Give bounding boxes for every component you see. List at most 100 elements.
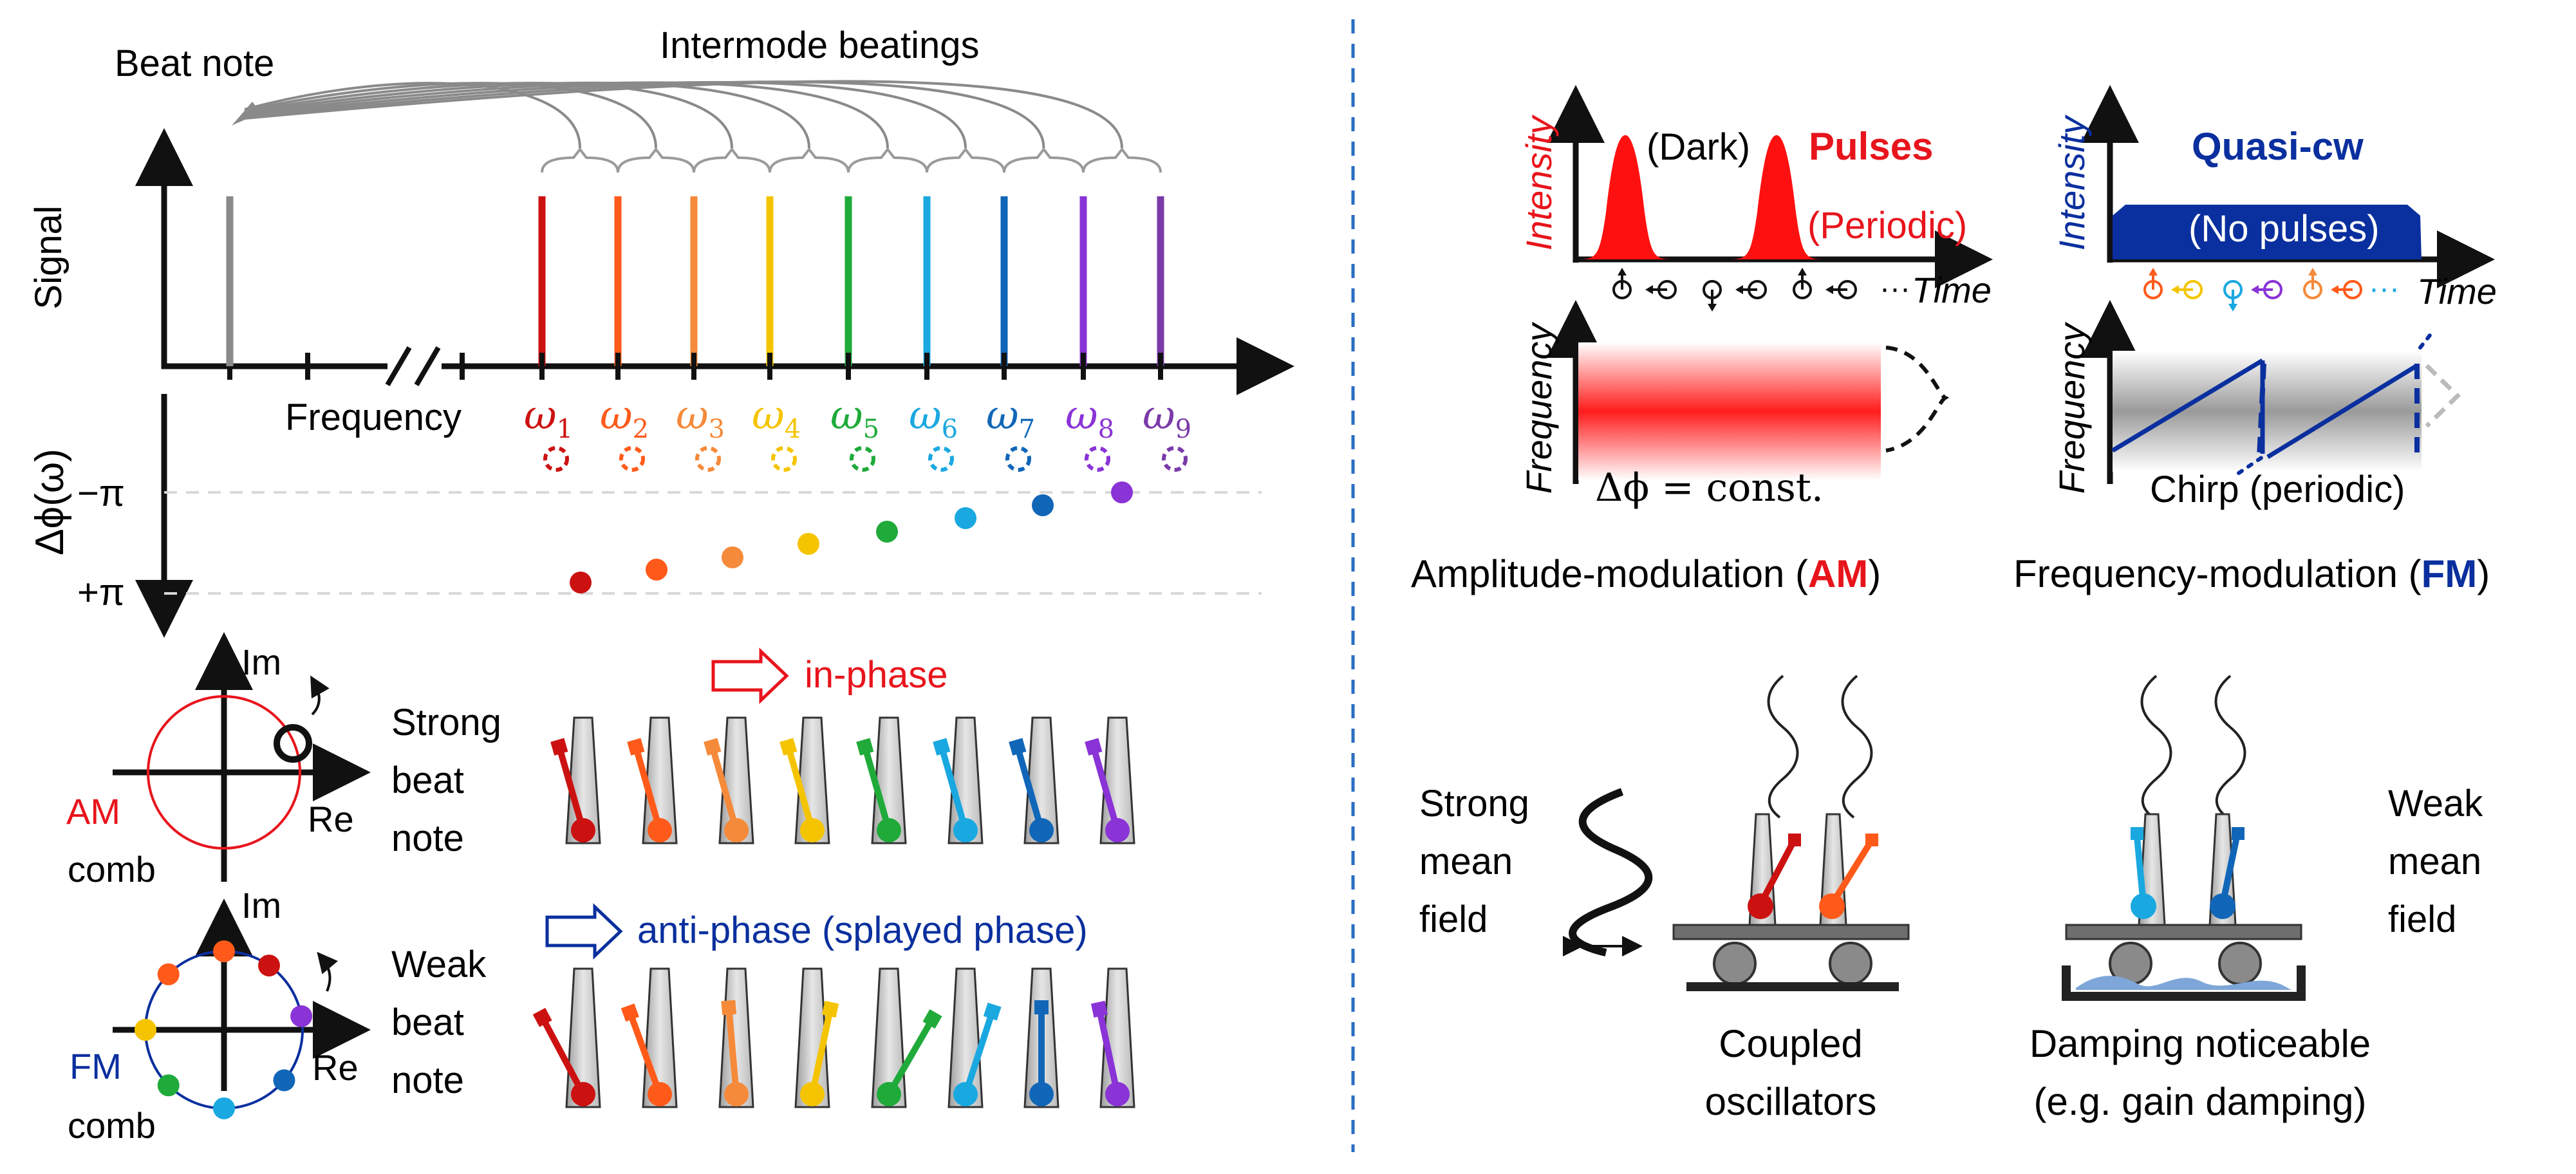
mode-label-2: ω2: [600, 391, 649, 444]
strong-pendulum-2: [627, 716, 678, 844]
am-phase-marker-4: [771, 446, 797, 472]
am-frequency-label: Frequency: [1518, 322, 1559, 494]
fm-panel: Intensity Quasi-cw (No pulses) Time ··· …: [2013, 85, 2497, 595]
damping-line-2: (e.g. gain damping): [2034, 1080, 2367, 1123]
fm-phasor-icons: [2143, 268, 2362, 312]
strong-pendulum-5: [856, 716, 907, 844]
mode-omega-5: ω: [830, 391, 863, 438]
fm-ellipsis: ···: [2369, 272, 2400, 306]
am-im-label: Im: [241, 642, 281, 682]
fm-frequency-label: Frequency: [2051, 322, 2092, 494]
weak-pendulum-support-8: [1099, 967, 1135, 1108]
mode-label-6: ω6: [909, 391, 958, 444]
weak-pendulum-bob-8: [1105, 1082, 1130, 1106]
intermode-bracket-7: [1003, 147, 1085, 173]
intermode-bracket-2: [617, 147, 695, 173]
weak-damping-tray: [2062, 965, 2306, 1001]
strong-pendulum-7: [1009, 716, 1059, 844]
fm-phase-dot-7: [1032, 494, 1054, 516]
fm-im-label: Im: [241, 885, 281, 926]
fm-phasor-dot-1: [257, 955, 280, 977]
strong-field-line-2: mean: [1419, 841, 1513, 882]
in-phase-label: in-phase: [805, 654, 947, 696]
weak-pendulum-tip-7: [1034, 1000, 1049, 1014]
strong-line-1: Strong: [391, 702, 501, 743]
weak-pendulum-bob-1: [2131, 893, 2156, 919]
fm-phasor-icon-2: [2171, 280, 2203, 299]
am-caption-key: AM: [1808, 552, 1868, 595]
weak-line-1: Weak: [391, 944, 487, 985]
fm-phasor-dot-3: [273, 1069, 295, 1092]
spectrum-panel: Signal Frequency Beat note Intermode bea…: [28, 24, 1294, 444]
strong-mean-field-text: Strong mean field: [1419, 783, 1529, 940]
strong-pendulum-bob-2: [648, 818, 672, 843]
mode-omega-3: ω: [676, 391, 709, 438]
strong-pendulum-rod-4: [785, 745, 816, 832]
fm-phasor-dot-8: [213, 940, 235, 962]
weak-field-line-2: mean: [2388, 841, 2481, 882]
am-phase-marker-5: [850, 446, 875, 472]
weak-pendulum-support-5: [871, 967, 907, 1108]
weak-pendulum-tip-2: [621, 1003, 639, 1022]
strong-field-line-3: field: [1419, 899, 1488, 940]
mode-subscript-6: 6: [942, 415, 958, 444]
fm-caption-suffix: ): [2477, 552, 2490, 595]
mode-label-7: ω7: [986, 391, 1035, 444]
fm-chirp-dash-4: [2418, 328, 2436, 349]
am-phase-marker-7: [1005, 446, 1031, 472]
weak-cart-wheel-2: [2218, 942, 2262, 985]
weak-pendulum-3: [718, 967, 754, 1108]
am-ellipsis: ···: [1880, 272, 1910, 306]
strong-pendulum-tip-7: [1009, 738, 1027, 756]
weak-pendulum-6: [947, 967, 1002, 1108]
strong-wave-1: [1767, 675, 1799, 819]
fm-time-label: Time: [2417, 271, 2497, 312]
strong-pendulum-bob-2: [1819, 893, 1845, 919]
am-time-label: Time: [1912, 270, 1992, 310]
phase-panel: Δϕ(ω) −π +π: [28, 394, 1262, 638]
weak-pendulum-rod-3: [725, 1007, 740, 1095]
strong-pendulum-4: [779, 716, 830, 844]
fm-phasor-icon-3: [2223, 280, 2243, 312]
strong-pendulum-tip-3: [704, 738, 722, 756]
phase-label: Δϕ(ω): [28, 449, 72, 555]
weak-pendulum-rod-1: [539, 1016, 586, 1096]
mode-subscript-4: 4: [785, 415, 801, 444]
fm-phasor-dot-2: [290, 1005, 313, 1027]
weak-pendulum-bob-4: [800, 1082, 825, 1106]
anti-phase-header: anti-phase (splayed phase): [545, 903, 1088, 960]
weak-pendulum-bob-2: [2210, 893, 2235, 919]
fm-phase-dot-5: [876, 521, 898, 543]
strong-pendulum-rod-8: [1090, 745, 1121, 832]
fm-no-pulses-label: (No pulses): [2189, 208, 2380, 250]
fm-spectral-envelope: [2425, 364, 2461, 428]
damping-line-1: Damping noticeable: [2030, 1022, 2371, 1065]
am-re-label: Re: [308, 799, 354, 839]
am-phasor-icon-4: [1735, 280, 1767, 299]
signal-label: Signal: [28, 205, 70, 309]
am-phasor-icon-2: [1645, 280, 1677, 299]
strong-pendulum-bob-3: [724, 818, 749, 843]
fm-caption-prefix: Frequency-modulation (: [2013, 552, 2422, 595]
am-phasor: Im Re AM comb: [66, 632, 371, 890]
fm-intensity-label: Intensity: [2051, 115, 2092, 251]
weak-pendulum-tip-3: [721, 1000, 737, 1016]
intermode-arc-8: [244, 80, 1123, 149]
weak-beat-text: Weak beat note: [391, 944, 487, 1101]
beat-note-arrowhead-icon: [232, 102, 261, 126]
strong-pendulum-bob-5: [877, 818, 901, 843]
intermode-bracket-4: [769, 147, 850, 173]
am-caption-suffix: ): [1868, 552, 1881, 595]
strong-pendulum-bob-7: [1029, 818, 1054, 843]
strong-pendulum-3: [704, 716, 754, 844]
mode-omega-9: ω: [1143, 391, 1175, 438]
am-periodic-label: (Periodic): [1807, 205, 1967, 247]
mode-subscript-3: 3: [709, 415, 725, 444]
fm-caption-key: FM: [2422, 552, 2478, 595]
weak-damping-fluid: [2076, 976, 2291, 990]
in-phase-header: in-phase: [711, 648, 947, 704]
strong-pendulum-rod-6: [938, 745, 969, 832]
weak-pendulum-8: [1090, 967, 1135, 1108]
am-phasor-icon-3: [1703, 280, 1722, 312]
